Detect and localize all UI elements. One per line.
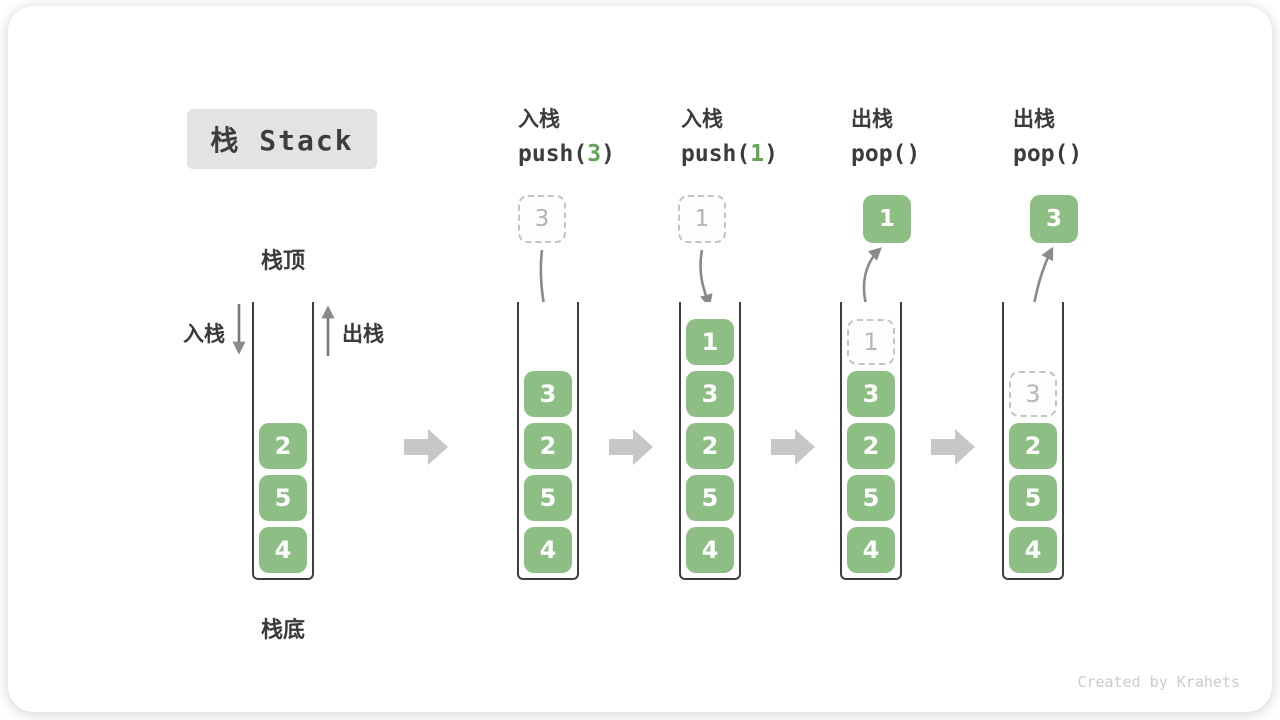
operation-label: 出栈	[851, 107, 893, 131]
code-text: )	[764, 141, 778, 167]
operation-code: pop()	[851, 139, 920, 169]
stack-cell-4: 4	[524, 527, 572, 573]
figure-card: 栈 Stack 栈顶 栈底 入栈 出栈 Created by Krahets 2…	[8, 6, 1272, 712]
column-header-push-3: 入栈 push(3)	[518, 104, 615, 169]
stack-cell-4: 4	[847, 527, 895, 573]
code-argument: 1	[750, 141, 765, 167]
stack-cell-5: 5	[847, 475, 895, 521]
stack-cell-4: 4	[1009, 527, 1057, 573]
stack-cell-5: 5	[259, 475, 307, 521]
stack-cell-2: 2	[1009, 423, 1057, 469]
stack-cell-4: 4	[686, 527, 734, 573]
pop-side-label: 出栈	[342, 322, 384, 346]
stack-cell-3-ghost: 3	[1009, 371, 1057, 417]
push-curve-arrow	[699, 249, 713, 308]
stack-cell-4: 4	[259, 527, 307, 573]
stack-cell-2: 2	[259, 423, 307, 469]
stack-cell-2: 2	[524, 423, 572, 469]
column-header-pop-3: 出栈 pop()	[1013, 104, 1082, 169]
operation-code: push(1)	[681, 139, 778, 169]
operation-code: push(3)	[518, 139, 615, 169]
stack-cell-1: 1	[686, 319, 734, 365]
stack-cell-3: 3	[524, 371, 572, 417]
flow-arrow-icon-4	[931, 429, 975, 465]
stack-cell-1-ghost: 1	[847, 319, 895, 365]
code-text: push(	[518, 141, 588, 167]
code-text: )	[601, 141, 615, 167]
operation-code: pop()	[1013, 139, 1082, 169]
column-header-pop-1: 出栈 pop()	[851, 104, 920, 169]
flow-arrow-icon-3	[771, 429, 815, 465]
stack-cell-3: 3	[686, 371, 734, 417]
code-text: pop()	[851, 141, 921, 167]
stack-cell-5: 5	[1009, 475, 1057, 521]
operand-box-3: 3	[1030, 195, 1078, 243]
code-text: pop()	[1013, 141, 1083, 167]
stack-cell-2: 2	[686, 423, 734, 469]
stack-top-label: 栈顶	[260, 249, 305, 274]
operation-label: 入栈	[518, 107, 560, 131]
stack-cell-2: 2	[847, 423, 895, 469]
operation-label: 出栈	[1013, 107, 1055, 131]
operand-box-1: 1	[678, 195, 726, 243]
code-text: push(	[681, 141, 751, 167]
stack-cell-3: 3	[847, 371, 895, 417]
stack-cell-5: 5	[686, 475, 734, 521]
operand-box-3: 3	[518, 195, 566, 243]
column-header-push-1: 入栈 push(1)	[681, 104, 778, 169]
title-box: 栈 Stack	[187, 109, 377, 169]
operand-box-1: 1	[863, 195, 911, 243]
flow-arrow-icon-2	[609, 429, 653, 465]
push-side-label: 入栈	[183, 322, 225, 346]
title-text: 栈 Stack	[210, 124, 354, 157]
stack-bottom-label: 栈底	[260, 618, 305, 643]
operation-label: 入栈	[681, 107, 723, 131]
stack-cell-5: 5	[524, 475, 572, 521]
watermark: Created by Krahets	[1077, 673, 1240, 691]
flow-arrow-icon-1	[404, 429, 448, 465]
code-argument: 3	[587, 141, 602, 167]
